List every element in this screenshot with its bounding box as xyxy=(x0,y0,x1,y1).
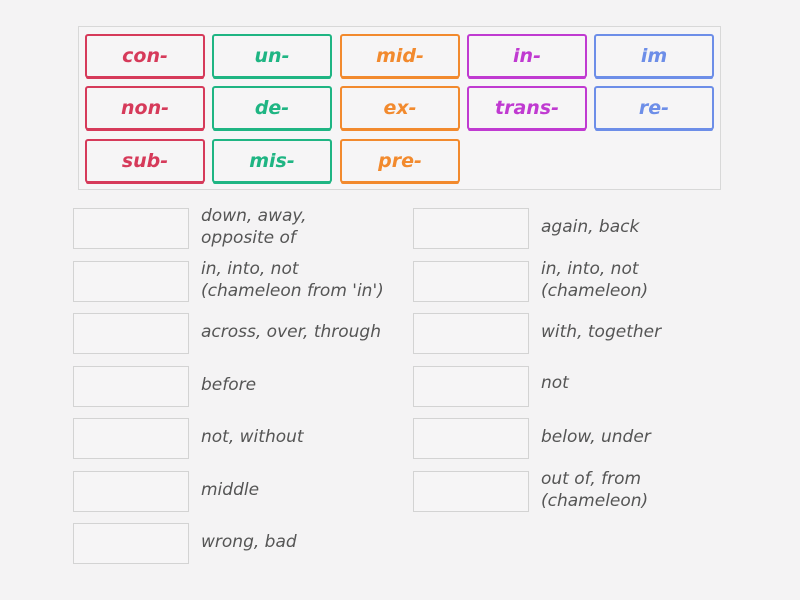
definition-left-5: not, without xyxy=(201,427,304,447)
prefix-tile-re[interactable]: re- xyxy=(594,86,714,130)
drop-slot-right-2[interactable] xyxy=(413,261,529,302)
drop-slot-right-3[interactable] xyxy=(413,313,529,354)
prefix-tile-ex[interactable]: ex- xyxy=(340,86,460,130)
drop-slot-right-1[interactable] xyxy=(413,208,529,249)
definition-right-6: out of, from (chameleon) xyxy=(541,469,649,511)
prefix-tile-pre[interactable]: pre- xyxy=(340,139,460,183)
definition-left-3: across, over, through xyxy=(201,322,382,342)
drop-slot-right-5[interactable] xyxy=(413,418,529,459)
drop-slot-left-7[interactable] xyxy=(73,523,189,564)
definition-right-3: with, together xyxy=(541,322,662,342)
prefix-tile-sub[interactable]: sub- xyxy=(85,139,205,183)
drop-slot-left-3[interactable] xyxy=(73,313,189,354)
drop-slot-right-6[interactable] xyxy=(413,471,529,512)
prefix-tile-trans[interactable]: trans- xyxy=(467,86,587,130)
definition-left-6: middle xyxy=(201,480,260,500)
definition-right-2: in, into, not (chameleon) xyxy=(541,259,649,301)
definition-left-1: down, away, opposite of xyxy=(201,206,307,248)
definition-left-7: wrong, bad xyxy=(201,532,297,552)
prefix-tile-in[interactable]: in- xyxy=(467,34,587,78)
drop-slot-left-1[interactable] xyxy=(73,208,189,249)
prefix-tile-mid[interactable]: mid- xyxy=(340,34,460,78)
drop-slot-left-2[interactable] xyxy=(73,261,189,302)
prefix-tile-de[interactable]: de- xyxy=(212,86,332,130)
definition-right-4: not xyxy=(541,373,569,393)
definition-right-5: below, under xyxy=(541,427,651,447)
drop-slot-right-4[interactable] xyxy=(413,366,529,407)
definition-left-2: in, into, not (chameleon from 'in') xyxy=(201,259,384,301)
prefix-tile-non[interactable]: non- xyxy=(85,86,205,130)
prefix-tile-im[interactable]: im xyxy=(594,34,714,78)
prefix-tile-con[interactable]: con- xyxy=(85,34,205,78)
drop-slot-left-6[interactable] xyxy=(73,471,189,512)
drop-slot-left-5[interactable] xyxy=(73,418,189,459)
prefix-tile-mis[interactable]: mis- xyxy=(212,139,332,183)
definition-left-4: before xyxy=(201,375,257,395)
prefix-tile-un[interactable]: un- xyxy=(212,34,332,78)
definition-right-1: again, back xyxy=(541,217,640,237)
drop-slot-left-4[interactable] xyxy=(73,366,189,407)
